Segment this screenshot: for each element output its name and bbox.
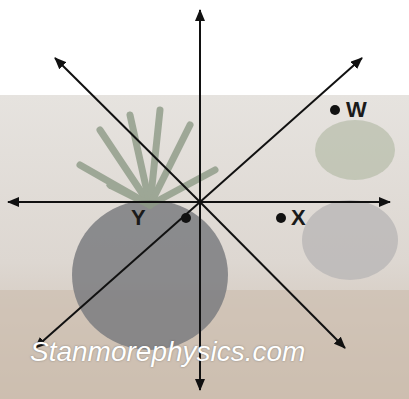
back-pot	[302, 200, 398, 280]
point-label: X	[291, 207, 306, 229]
point-label: W	[346, 99, 367, 121]
point-dots	[181, 105, 340, 223]
direction-arrows	[8, 10, 390, 390]
watermark: Stanmorephysics.com	[30, 338, 305, 366]
pot	[72, 200, 228, 350]
back-plant	[315, 120, 395, 180]
point-label: Y	[131, 207, 146, 229]
plant-leaves	[80, 110, 215, 205]
photo-ground	[0, 95, 409, 399]
